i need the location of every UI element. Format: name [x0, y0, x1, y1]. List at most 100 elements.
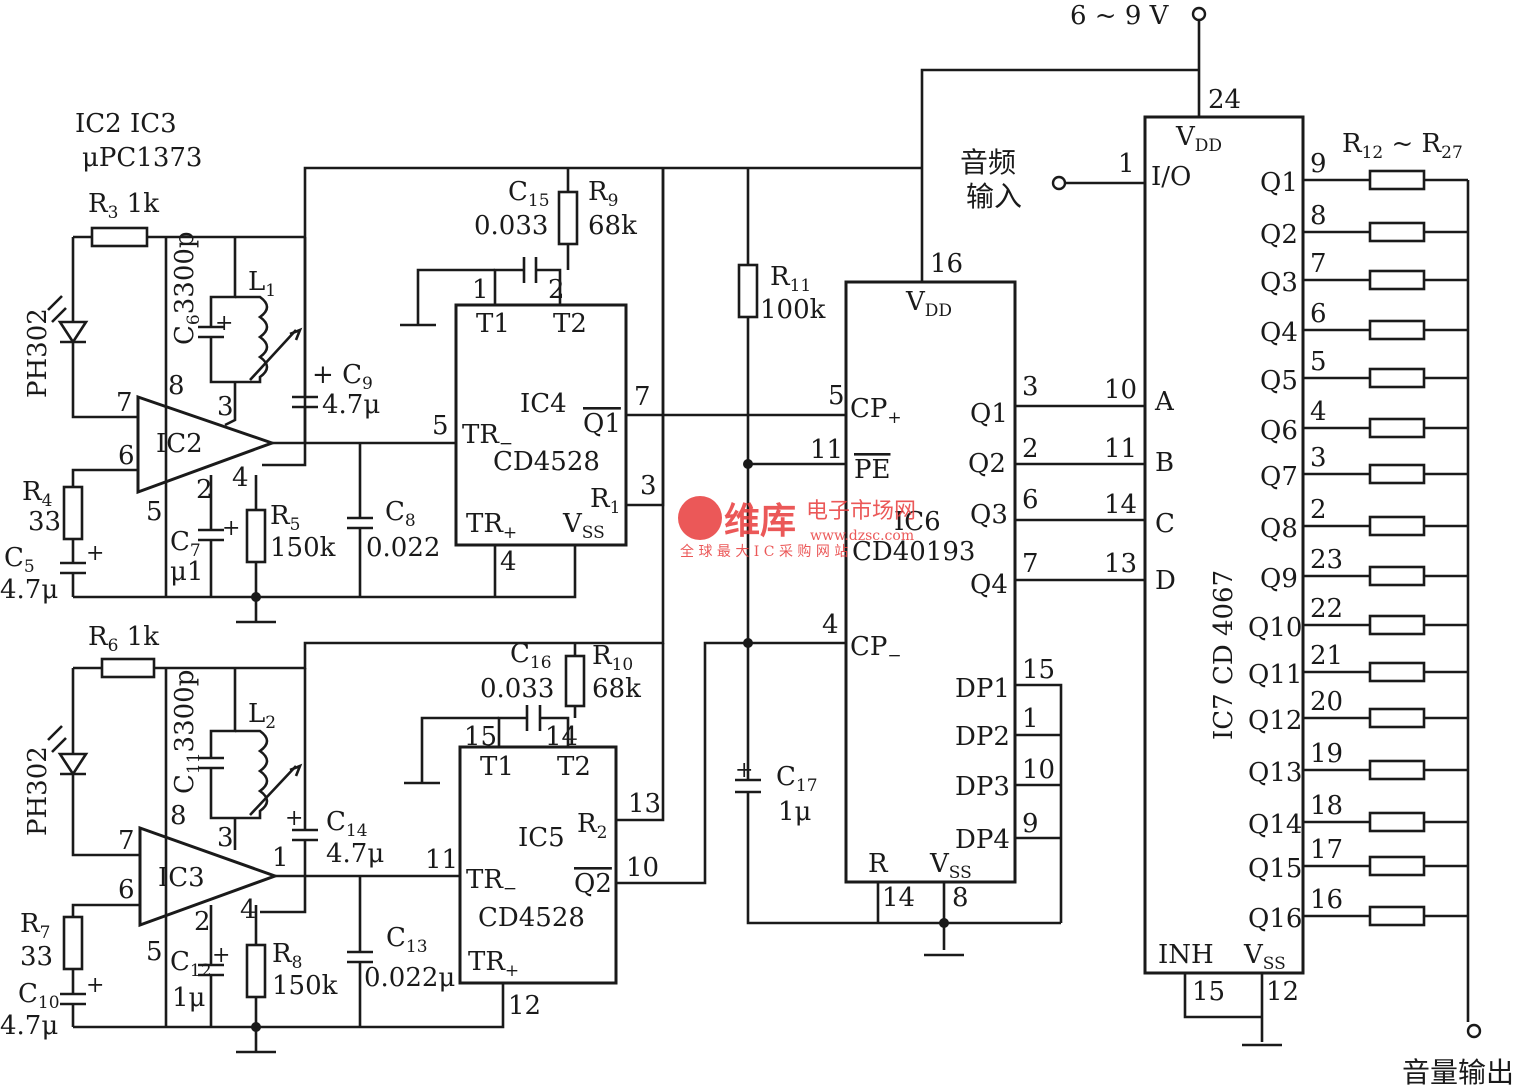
output-row: Q46: [1260, 299, 1468, 348]
svg-text:T2: T2: [553, 309, 587, 339]
audio-input-label: 音频: [960, 146, 1016, 179]
svg-text:R1: R1: [590, 484, 620, 518]
svg-text:VSS: VSS: [929, 849, 972, 883]
svg-text:VSS: VSS: [562, 509, 605, 543]
ic6-box: [844, 280, 1017, 884]
svg-text:1: 1: [272, 843, 289, 873]
output-row: Q7 3: [1260, 443, 1468, 492]
output-pin-number: 8: [1310, 201, 1327, 231]
svg-text:IC7 CD 4067: IC7 CD 4067: [1209, 570, 1239, 740]
svg-text:5: 5: [146, 937, 163, 967]
svg-text:DP1: DP1: [955, 674, 1010, 704]
output-pin-number: 6: [1310, 299, 1327, 329]
output-resistor: [1368, 463, 1426, 485]
svg-text:24: 24: [1208, 85, 1241, 115]
output-row: Q64: [1260, 397, 1468, 446]
c15-label: C15: [508, 177, 550, 211]
svg-text:Q1: Q1: [970, 399, 1008, 429]
output-pin-number: 23: [1310, 545, 1343, 575]
c9-label: + C9: [312, 360, 373, 394]
output-q-label: Q16: [1248, 904, 1302, 934]
c11-label: C113300p: [170, 670, 204, 794]
l2-label: L2: [248, 699, 276, 733]
svg-text:4.7μ: 4.7μ: [326, 839, 384, 869]
svg-text:3: 3: [217, 823, 234, 853]
svg-text:Q4: Q4: [970, 570, 1008, 600]
output-resistor: [1368, 417, 1426, 439]
output-q-label: Q14: [1248, 810, 1302, 840]
svg-text:3: 3: [640, 471, 657, 501]
svg-text:11: 11: [425, 845, 458, 875]
svg-text:6: 6: [118, 875, 135, 905]
r10-resistor: [564, 654, 586, 708]
svg-text:2: 2: [548, 275, 565, 305]
svg-text:12: 12: [508, 991, 541, 1021]
output-q-label: Q7: [1260, 462, 1298, 492]
svg-text:11: 11: [1104, 434, 1137, 464]
svg-text:3: 3: [217, 392, 234, 422]
output-pin-number: 4: [1310, 397, 1327, 427]
c10-label: C10: [18, 979, 60, 1013]
svg-text:11: 11: [810, 435, 843, 465]
r6-label: R6 1k: [88, 622, 159, 656]
output-resistor: [1368, 565, 1426, 587]
svg-text:13: 13: [1104, 549, 1137, 579]
svg-text:4: 4: [240, 895, 257, 925]
svg-text:R2: R2: [577, 809, 607, 843]
supply-terminal: 6 ~ 9 V: [303, 1, 1207, 443]
supply-label: 6 ~ 9 V: [1070, 1, 1170, 31]
svg-text:15: 15: [1022, 655, 1055, 685]
svg-text:12: 12: [1266, 977, 1299, 1007]
output-pin-number: 3: [1310, 443, 1327, 473]
output-resistor: [1368, 221, 1426, 243]
r11-label: R11: [770, 262, 811, 296]
svg-text:14: 14: [882, 883, 915, 913]
svg-text:PE: PE: [854, 455, 890, 485]
svg-text:IC5: IC5: [518, 823, 565, 853]
output-row: Q28: [1260, 201, 1468, 250]
svg-text:150k: 150k: [272, 971, 338, 1001]
svg-text:4.7μ: 4.7μ: [0, 575, 58, 605]
r5-label: R5: [270, 501, 300, 535]
ic2-amplifier: [136, 394, 277, 495]
output-q-label: Q1: [1260, 168, 1298, 198]
output-resistor: [1368, 269, 1426, 291]
audio-input-terminal: [1051, 175, 1067, 191]
r8-label: R8: [272, 939, 302, 973]
output-resistor: [1368, 169, 1426, 191]
c13-label: C13: [386, 923, 428, 957]
c7-label: C7: [170, 527, 201, 561]
svg-text:16: 16: [930, 249, 963, 279]
output-pin-number: 21: [1310, 641, 1343, 671]
ic-note: IC2 IC3 μPC1373: [75, 109, 202, 173]
svg-text:4: 4: [500, 547, 517, 577]
output-resistor: [1368, 707, 1426, 729]
svg-text:14: 14: [1104, 490, 1137, 520]
svg-text:Q3: Q3: [970, 500, 1008, 530]
output-resistor: [1368, 515, 1426, 537]
svg-text:μPC1373: μPC1373: [82, 143, 202, 173]
ic3-stage: R6 1k PH302 IC3 7 6 8 3 2 4 5 1 C113300p…: [0, 168, 665, 1054]
ic3-amplifier: [138, 825, 280, 928]
audio-output-label: 音量输出: [1402, 1056, 1514, 1087]
svg-text:+: +: [212, 943, 230, 968]
output-pin-number: 19: [1310, 739, 1343, 769]
svg-text:4.7μ: 4.7μ: [322, 390, 380, 420]
output-pin-number: 9: [1310, 149, 1327, 179]
ic7-box: [1143, 115, 1305, 975]
output-resistor: [1368, 759, 1426, 781]
svg-text:14: 14: [545, 722, 578, 752]
svg-text:VDD: VDD: [1175, 122, 1222, 156]
c6-label: C63300p: [170, 231, 204, 345]
svg-text:4.7μ: 4.7μ: [0, 1011, 58, 1041]
svg-text:全 球 最 大 I C 采 购 网 站: 全 球 最 大 I C 采 购 网 站: [680, 543, 848, 560]
svg-text:6: 6: [1022, 485, 1039, 515]
svg-text:+: +: [285, 806, 303, 831]
r5-resistor: [245, 508, 267, 564]
svg-text:7: 7: [1022, 549, 1039, 579]
svg-text:4: 4: [822, 610, 839, 640]
